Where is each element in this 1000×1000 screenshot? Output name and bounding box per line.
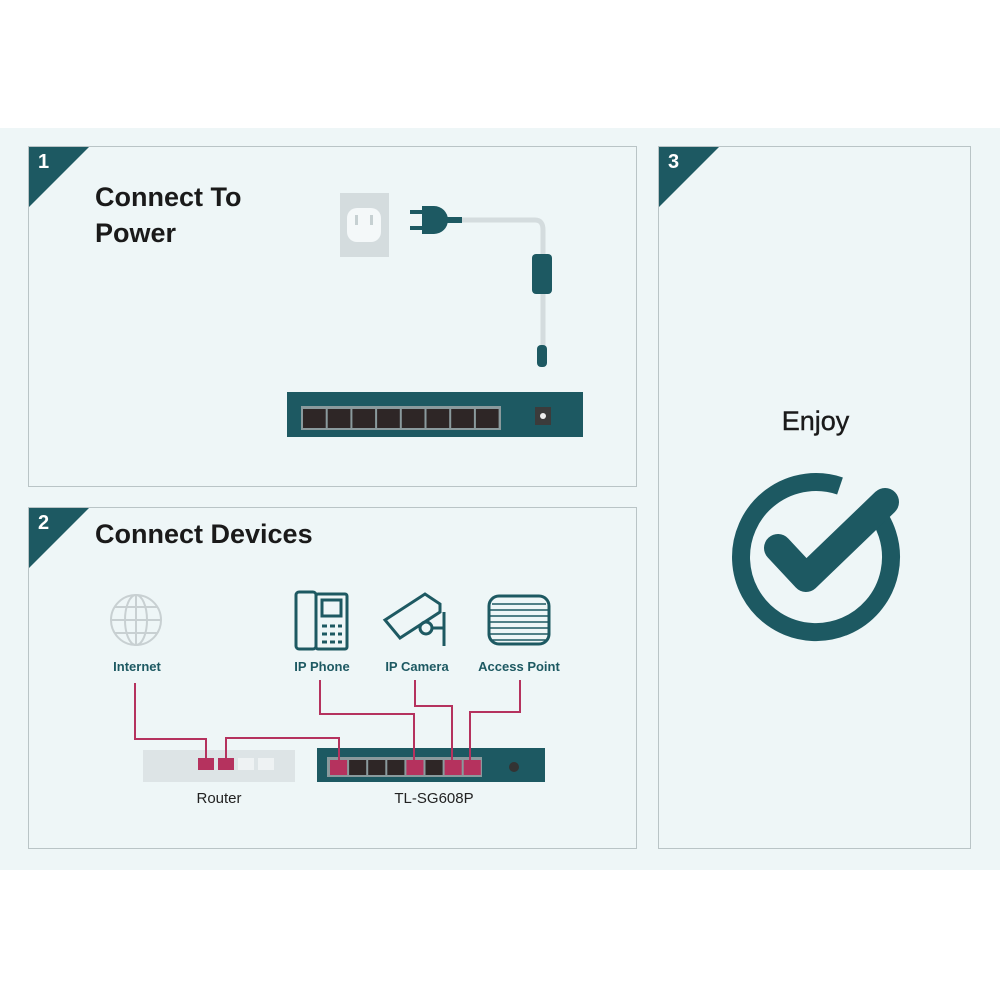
power-outlet-icon	[340, 193, 389, 257]
ethernet-port	[349, 760, 367, 775]
ethernet-port	[425, 760, 443, 775]
switch-power-icon	[287, 392, 583, 437]
step-title: Connect Devices	[95, 519, 313, 549]
ethernet-port	[401, 409, 425, 428]
step-title: Enjoy	[781, 406, 850, 436]
step-number: 1	[38, 151, 50, 173]
ip-phone-icon	[294, 590, 349, 651]
ethernet-port	[426, 409, 450, 428]
ethernet-port	[330, 760, 348, 775]
step-corner	[659, 147, 719, 207]
access-point-label: Access Point	[478, 659, 560, 674]
ethernet-port	[444, 760, 462, 775]
ethernet-port	[368, 760, 386, 775]
ip-camera-label: IP Camera	[385, 659, 449, 674]
access-point-icon	[487, 594, 551, 646]
ethernet-port	[387, 760, 405, 775]
ethernet-port	[463, 760, 481, 775]
ethernet-port	[327, 409, 351, 428]
switch-tl-sg608p-icon	[317, 748, 545, 782]
ethernet-port	[451, 409, 474, 428]
step-3-panel: 3 Enjoy	[658, 146, 971, 849]
globe-icon	[110, 594, 162, 646]
ethernet-cables	[134, 680, 521, 760]
ethernet-port	[303, 409, 326, 428]
checkmark-circle-icon	[732, 473, 901, 641]
step-corner	[29, 147, 89, 207]
ethernet-port	[475, 409, 499, 428]
internet-label: Internet	[113, 659, 161, 674]
step-number: 3	[668, 151, 680, 173]
ethernet-port	[377, 409, 400, 428]
step-corner	[29, 508, 89, 568]
ip-camera-icon	[382, 592, 446, 646]
switch-label: TL-SG608P	[394, 790, 474, 807]
power-plug-icon	[410, 206, 552, 367]
router-icon	[143, 750, 295, 782]
ethernet-port	[352, 409, 376, 428]
step-number: 2	[38, 512, 50, 534]
ip-phone-label: IP Phone	[294, 659, 350, 674]
ethernet-port	[406, 760, 424, 775]
step-2-panel: 2 Connect Devices Internet IP Phone IP C…	[28, 507, 637, 849]
router-label: Router	[196, 790, 242, 807]
